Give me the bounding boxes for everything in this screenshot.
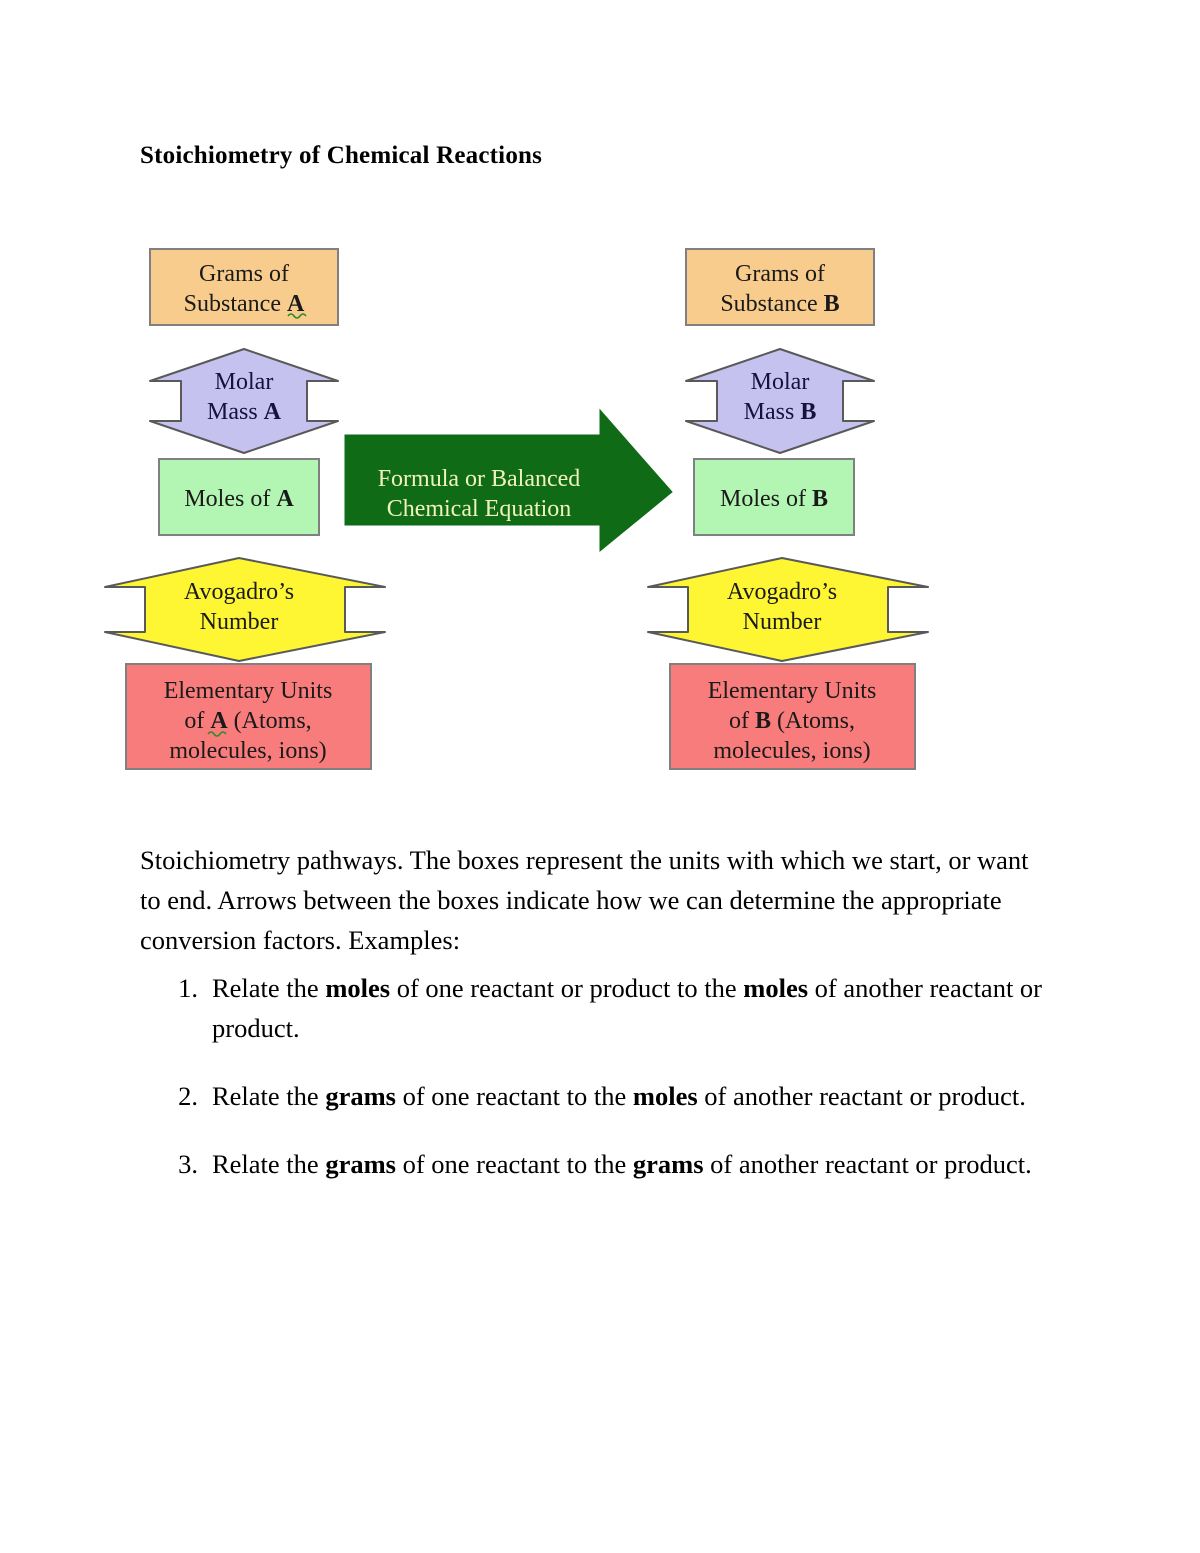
elem-a-line2-bold: A bbox=[210, 708, 228, 734]
elementary-units-a-box: Elementary Units of A (Atoms, molecules,… bbox=[125, 663, 372, 770]
grams-b-line2-text: Substance bbox=[720, 291, 817, 317]
list-item-number: 2. bbox=[178, 1081, 198, 1111]
text-run: of another reactant or product. bbox=[703, 1149, 1032, 1179]
avogadro-right-line1: Avogadro’s bbox=[727, 579, 837, 605]
molar-mass-a-line2-prefix: Mass bbox=[207, 399, 264, 425]
text-run: of one reactant or product to the bbox=[390, 973, 744, 1003]
elem-b-line2-suffix: (Atoms, bbox=[771, 708, 855, 734]
grams-a-line2-text: Substance bbox=[184, 291, 281, 317]
emphasis-term: grams bbox=[325, 1149, 396, 1179]
elem-b-line1: Elementary Units bbox=[708, 678, 877, 704]
emphasis-term: moles bbox=[325, 973, 391, 1003]
caption-paragraph: Stoichiometry pathways. The boxes repres… bbox=[140, 845, 1029, 955]
moles-of-a-bold: A bbox=[276, 486, 294, 512]
grams-of-substance-b-box: Grams of Substance B bbox=[685, 248, 875, 326]
emphasis-term: grams bbox=[632, 1149, 704, 1179]
grams-b-line2-bold: B bbox=[824, 291, 840, 317]
grams-b-line2: Substance B bbox=[720, 291, 839, 317]
molar-mass-a-arrow: Molar Mass A bbox=[149, 348, 339, 454]
molar-mass-b-line1: Molar bbox=[751, 369, 810, 395]
molar-mass-b-arrow: Molar Mass B bbox=[685, 348, 875, 454]
elem-b-line2-prefix: of bbox=[729, 708, 755, 734]
emphasis-term: moles bbox=[743, 973, 809, 1003]
center-arrow-line2: Chemical Equation bbox=[387, 496, 572, 522]
elem-a-line2-prefix: of bbox=[184, 708, 210, 734]
list-item-text: Relate the grams of one reactant to the … bbox=[212, 1081, 1026, 1111]
list-item-number: 1. bbox=[178, 973, 198, 1003]
grams-a-line1: Grams of bbox=[199, 261, 289, 287]
molar-mass-a-line1: Molar bbox=[215, 369, 274, 395]
text-run: Relate the bbox=[212, 973, 326, 1003]
text-run: of another reactant or product. bbox=[212, 973, 1043, 1043]
list-item: 2. Relate the grams of one reactant to t… bbox=[140, 1076, 1070, 1116]
elem-a-line1: Elementary Units bbox=[164, 678, 333, 704]
examples-list: 1. Relate the moles of one reactant or p… bbox=[140, 968, 1070, 1212]
moles-of-b-label: Moles of B bbox=[720, 486, 828, 512]
grams-b-line1: Grams of bbox=[735, 261, 825, 287]
elem-a-line2-suffix: (Atoms, bbox=[228, 708, 312, 734]
text-run: of another reactant or product. bbox=[697, 1081, 1026, 1111]
elem-a-line2: of A (Atoms, bbox=[184, 708, 311, 734]
molar-mass-a-line2-bold: A bbox=[264, 399, 282, 425]
center-arrow-line1: Formula or Balanced bbox=[378, 466, 581, 492]
text-run: Relate the bbox=[212, 1081, 326, 1111]
avogadro-right-line2: Number bbox=[743, 609, 822, 635]
molar-mass-b-line2: Mass B bbox=[744, 399, 817, 425]
moles-of-a-label: Moles of A bbox=[184, 486, 294, 512]
text-run: Relate the bbox=[212, 1149, 326, 1179]
list-item: 1. Relate the moles of one reactant or p… bbox=[140, 968, 1070, 1048]
formula-balanced-equation-arrow: Formula or Balanced Chemical Equation bbox=[344, 408, 673, 553]
list-item-text: Relate the moles of one reactant or prod… bbox=[212, 973, 1042, 1043]
grams-a-line2-bold: A bbox=[287, 291, 305, 317]
moles-of-a-box: Moles of A bbox=[158, 458, 320, 536]
emphasis-term: moles bbox=[632, 1081, 698, 1111]
molar-mass-b-line2-bold: B bbox=[800, 399, 816, 425]
moles-of-b-bold: B bbox=[812, 486, 828, 512]
emphasis-term: grams bbox=[325, 1081, 396, 1111]
avogadro-left-line2: Number bbox=[200, 609, 279, 635]
elem-b-line3: molecules, ions) bbox=[713, 738, 870, 764]
list-item-text: Relate the grams of one reactant to the … bbox=[212, 1149, 1032, 1179]
avogadro-number-arrow-left: Avogadro’s Number bbox=[104, 557, 386, 662]
list-item-number: 3. bbox=[178, 1149, 198, 1179]
page-title: Stoichiometry of Chemical Reactions bbox=[140, 142, 543, 169]
moles-of-b-box: Moles of B bbox=[693, 458, 855, 536]
list-item: 3. Relate the grams of one reactant to t… bbox=[140, 1144, 1070, 1184]
moles-of-b-prefix: Moles of bbox=[720, 486, 812, 512]
spellcheck-squiggle-icon bbox=[287, 313, 307, 319]
elementary-units-b-box: Elementary Units of B (Atoms, molecules,… bbox=[669, 663, 916, 770]
moles-of-a-prefix: Moles of bbox=[184, 486, 276, 512]
molar-mass-a-line2: Mass A bbox=[207, 399, 282, 425]
avogadro-left-line1: Avogadro’s bbox=[184, 579, 294, 605]
elem-b-line2: of B (Atoms, bbox=[729, 708, 855, 734]
text-run: of one reactant to the bbox=[395, 1149, 633, 1179]
spellcheck-squiggle-icon bbox=[207, 731, 227, 737]
molar-mass-b-line2-prefix: Mass bbox=[744, 399, 801, 425]
avogadro-number-arrow-right: Avogadro’s Number bbox=[647, 557, 929, 662]
elem-b-line2-bold: B bbox=[755, 708, 771, 734]
elem-a-line3: molecules, ions) bbox=[169, 738, 326, 764]
text-run: of one reactant to the bbox=[395, 1081, 633, 1111]
